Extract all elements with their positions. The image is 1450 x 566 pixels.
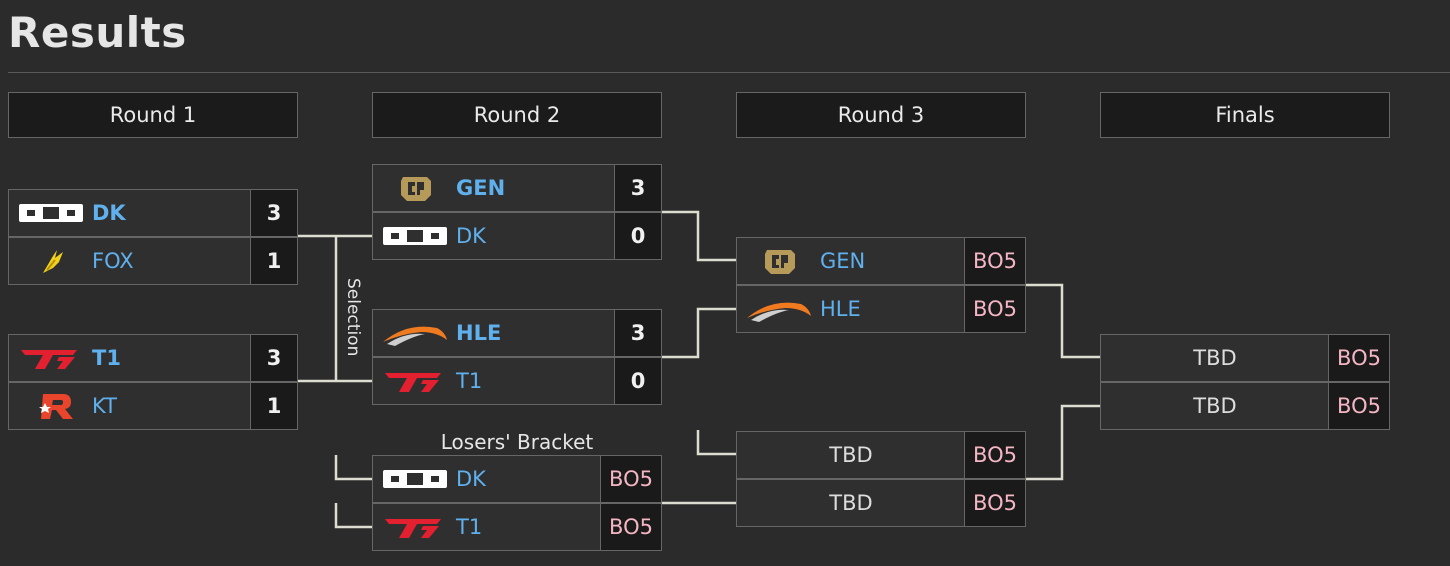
fox-logo-icon: [43, 250, 63, 273]
dk-logo-icon: [383, 470, 447, 488]
r3-match1-team1-row[interactable]: GEN BO5: [736, 237, 1026, 285]
score: 1: [250, 383, 297, 429]
r2-match1-team1-row[interactable]: GEN 3: [372, 164, 662, 212]
dk-logo-icon: [19, 204, 83, 222]
team-name: T1: [92, 346, 121, 370]
connector-losers-t1-in: [334, 503, 372, 529]
score: 0: [614, 213, 661, 259]
team-name: GEN: [456, 176, 506, 200]
title-divider: [8, 72, 1450, 73]
r1-match1-team1-row[interactable]: DK 3: [8, 189, 298, 237]
team-name: T1: [456, 515, 483, 539]
team-name: FOX: [92, 249, 134, 273]
gen-logo-icon: [765, 250, 795, 274]
t1-logo-icon: [385, 519, 441, 538]
finals-team1-row[interactable]: TBD BO5: [1100, 334, 1390, 382]
score: 1: [250, 238, 297, 284]
score: 0: [614, 358, 661, 404]
match-format: BO5: [964, 238, 1025, 284]
kt-logo-icon: [39, 394, 73, 419]
round-1-header: Round 1: [8, 92, 298, 138]
hle-logo-icon: [747, 302, 811, 322]
finals-team2-row[interactable]: TBD BO5: [1100, 382, 1390, 430]
t1-logo-icon: [21, 350, 77, 369]
tbd-label: TBD: [829, 491, 873, 515]
team-name: KT: [92, 394, 117, 418]
losers-team1-row[interactable]: DK BO5: [372, 455, 662, 503]
gen-logo-icon: [401, 177, 431, 201]
connector-r3-tbd-in: [696, 430, 736, 456]
r1-match1-team2-row[interactable]: FOX 1: [8, 237, 298, 285]
hle-logo-icon: [383, 326, 447, 346]
r3-match1-team2-row[interactable]: HLE BO5: [736, 285, 1026, 333]
connector-r2m2-r3m1: [662, 307, 736, 359]
team-name: T1: [456, 369, 483, 393]
round-3-header: Round 3: [736, 92, 1026, 138]
selection-label: Selection: [343, 278, 363, 357]
losers-team2-row[interactable]: T1 BO5: [372, 503, 662, 551]
connector-r3m1-finals: [1026, 283, 1100, 359]
tbd-label: TBD: [1193, 394, 1237, 418]
r1-match2-team2-row[interactable]: KT 1: [8, 382, 298, 430]
match-format: BO5: [1328, 383, 1389, 429]
r3-match2-team2-row[interactable]: TBD BO5: [736, 479, 1026, 527]
match-format: BO5: [964, 286, 1025, 332]
score: 3: [614, 310, 661, 356]
finals-header: Finals: [1100, 92, 1390, 138]
team-name: HLE: [820, 297, 861, 321]
team-name: DK: [456, 467, 486, 491]
score: 3: [614, 165, 661, 211]
match-format: BO5: [964, 432, 1025, 478]
connector-r2m1-r3m1: [662, 210, 736, 262]
r2-match2-team2-row[interactable]: T1 0: [372, 357, 662, 405]
r2-match2-team1-row[interactable]: HLE 3: [372, 309, 662, 357]
match-format: BO5: [964, 480, 1025, 526]
r1-match2-team1-row[interactable]: T1 3: [8, 334, 298, 382]
match-format: BO5: [600, 456, 661, 502]
team-name: HLE: [456, 321, 502, 345]
score: 3: [250, 190, 297, 236]
r3-match2-team1-row[interactable]: TBD BO5: [736, 431, 1026, 479]
t1-logo-icon: [385, 373, 441, 392]
connector-r3m2-finals: [1026, 404, 1100, 481]
team-name: DK: [456, 224, 486, 248]
round-2-header: Round 2: [372, 92, 662, 138]
r2-match1-team2-row[interactable]: DK 0: [372, 212, 662, 260]
losers-bracket-label: Losers' Bracket: [440, 430, 594, 454]
team-name: GEN: [820, 249, 866, 273]
team-name: DK: [92, 201, 126, 225]
match-format: BO5: [600, 504, 661, 550]
score: 3: [250, 335, 297, 381]
page-title: Results: [8, 8, 187, 57]
match-format: BO5: [1328, 335, 1389, 381]
tbd-label: TBD: [1193, 346, 1237, 370]
tbd-label: TBD: [829, 443, 873, 467]
dk-logo-icon: [383, 227, 447, 245]
connector-losers-dk-in: [334, 455, 372, 481]
